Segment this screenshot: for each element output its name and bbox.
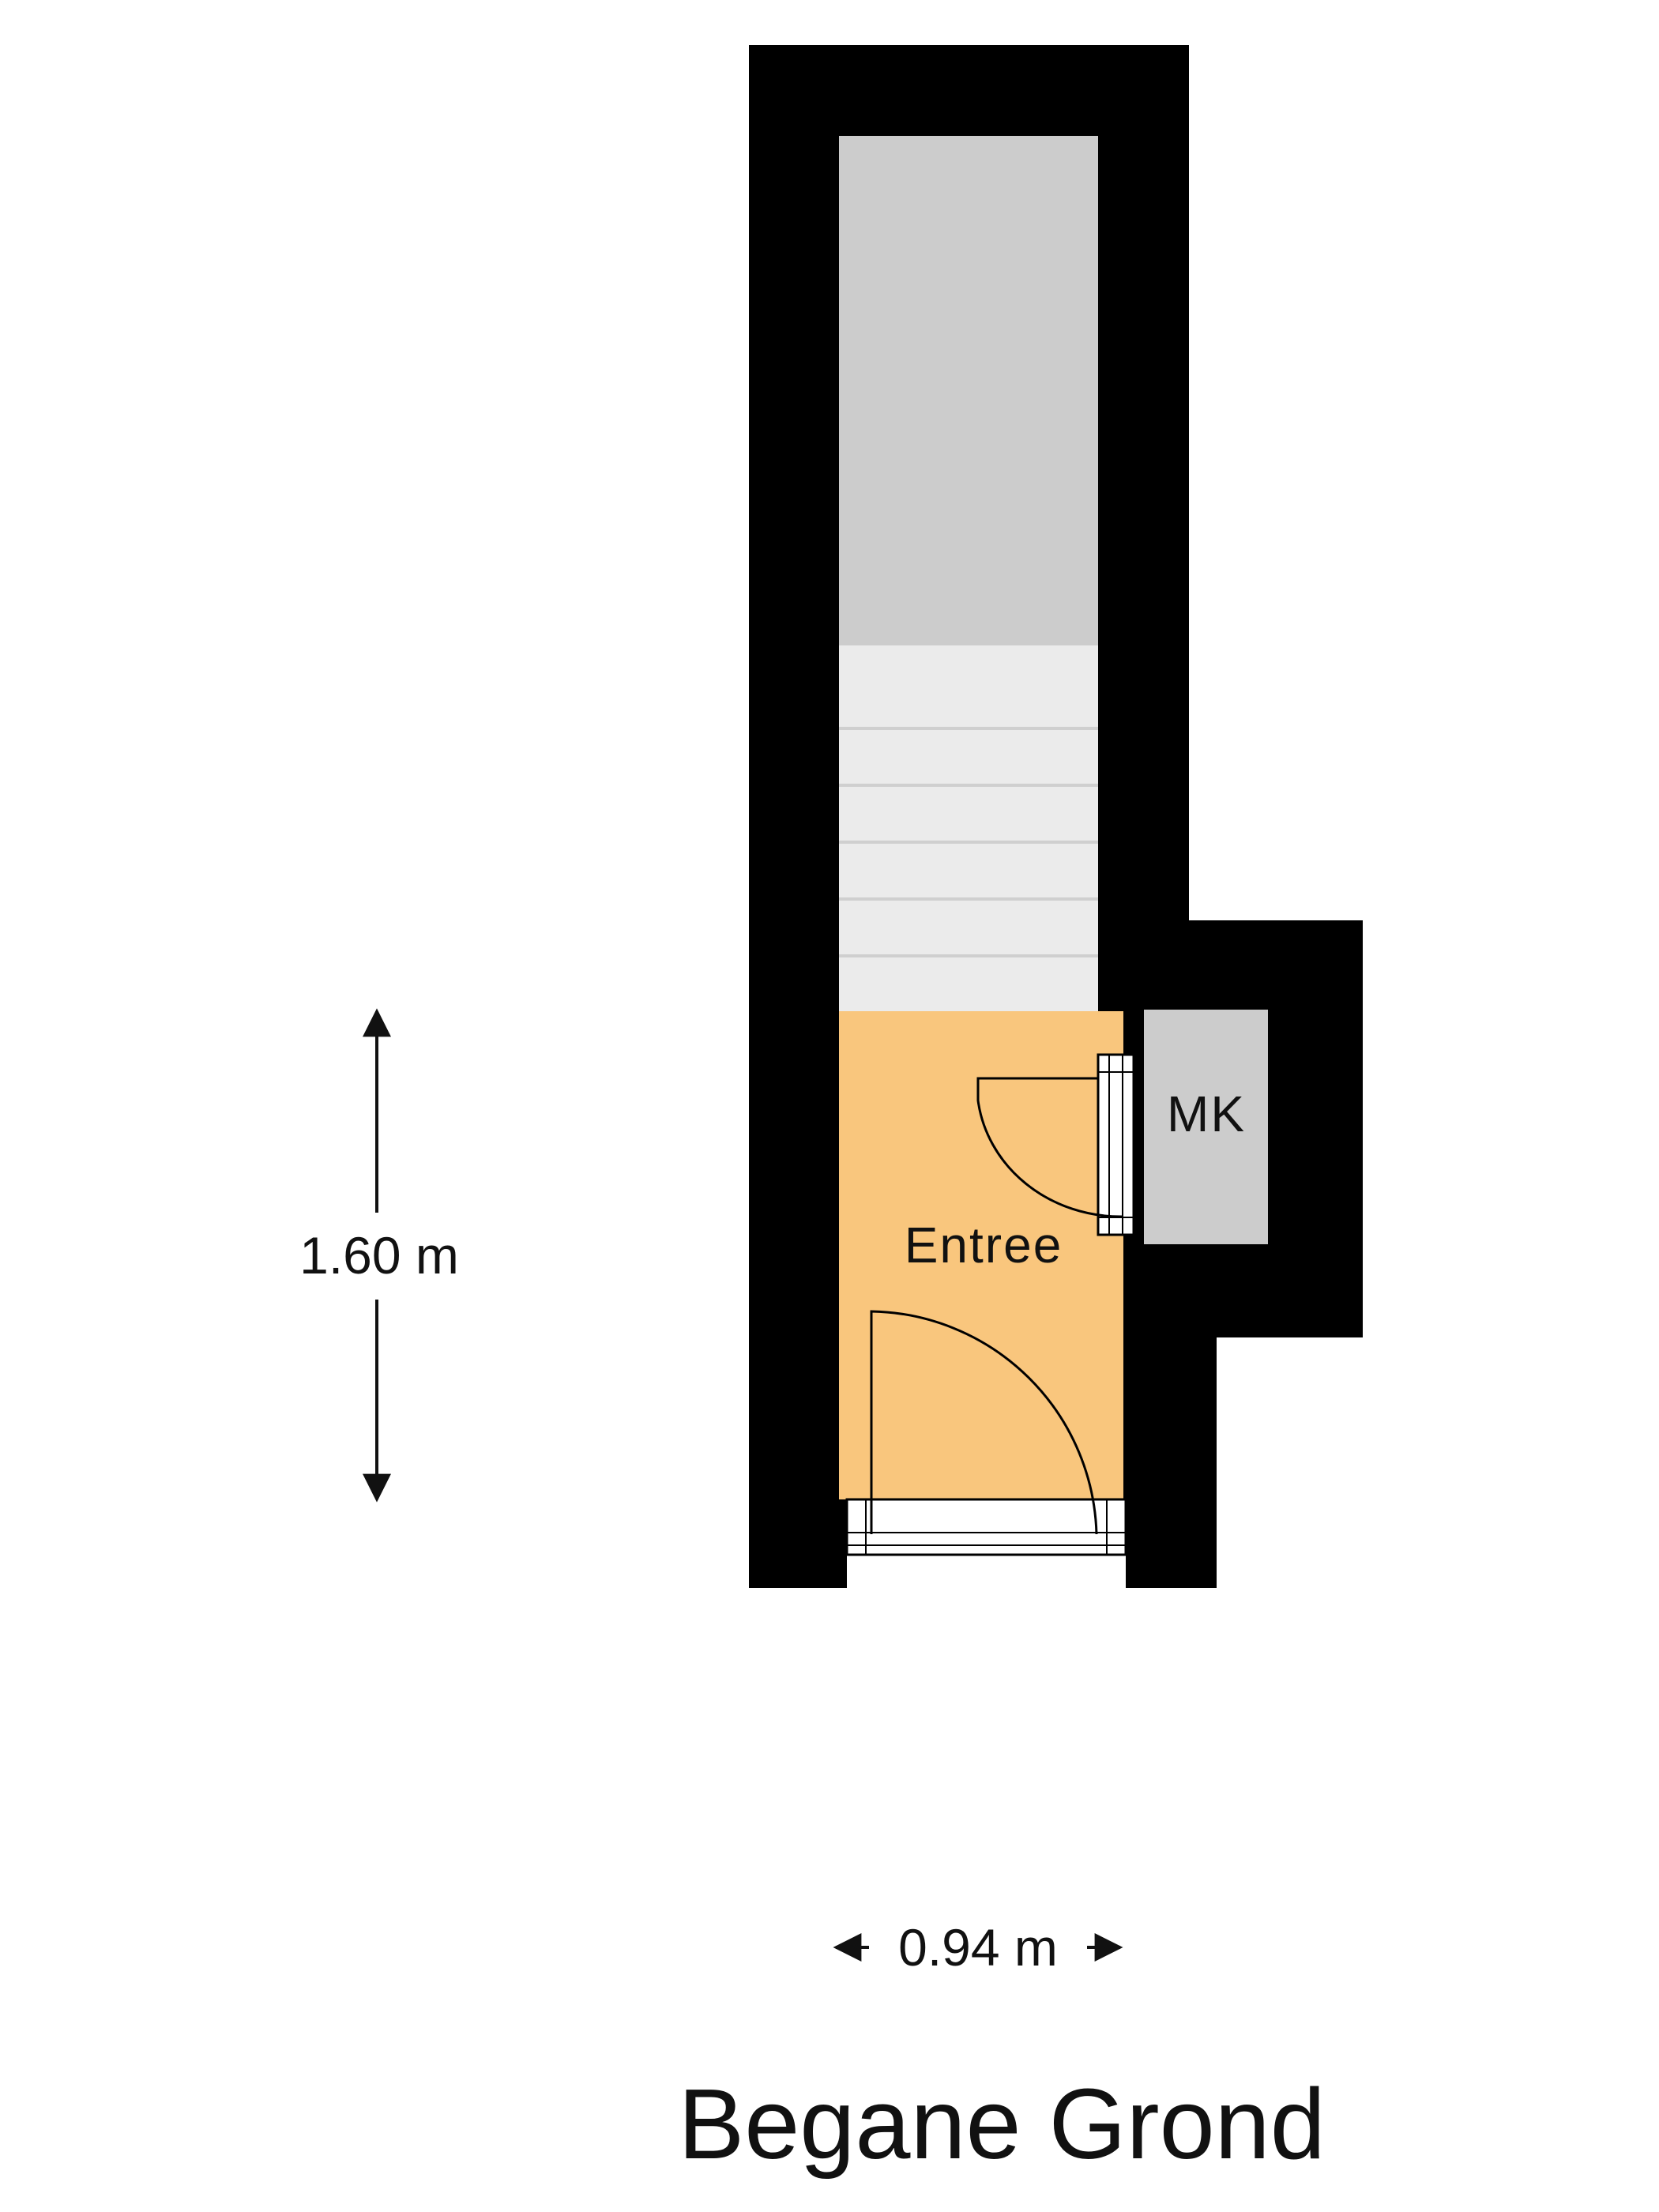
cupboard-door-swing-icon xyxy=(976,1077,1123,1218)
height-dimension-label: 1.60 m xyxy=(299,1226,459,1285)
landing-floor xyxy=(839,136,1098,645)
width-dimension-label: 0.94 m xyxy=(898,1918,1058,1977)
room-label-meter-cupboard: MK xyxy=(1167,1085,1246,1142)
front-door-frame xyxy=(845,1498,1127,1588)
height-dimension: 1.60 m xyxy=(299,1008,459,1503)
floor-title: Begane Grond xyxy=(678,2068,1326,2180)
room-label-entree: Entree xyxy=(905,1217,1063,1273)
cupboard-door-frame xyxy=(1097,1053,1135,1236)
front-door-swing-icon xyxy=(870,1310,1098,1535)
width-dimension: 0.94 m xyxy=(833,1918,1123,1977)
staircase-icon xyxy=(839,645,1098,1011)
meter-cupboard-floor xyxy=(1144,1010,1268,1244)
entree-floor xyxy=(839,1011,1123,1499)
